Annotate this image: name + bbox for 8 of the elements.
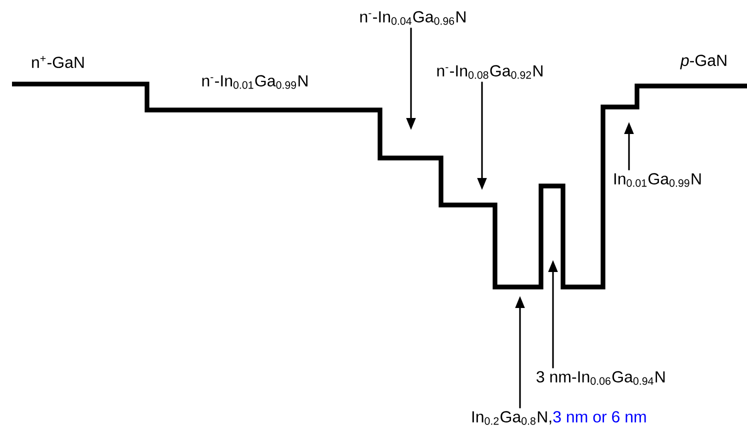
layer-label: In$_{0.2}$Ga$_{0.8}$N,3 nm or 6 nm xyxy=(472,411,646,425)
layer-label: 3 nm-In$_{0.06}$Ga$_{0.94}$N xyxy=(536,371,665,385)
layer-label: n$^{+}$-GaN xyxy=(32,56,84,68)
layer-label: n$^{-}$-In$_{0.04}$Ga$_{0.96}$N xyxy=(360,11,466,25)
layer-label: p-GaN xyxy=(680,54,726,70)
layer-label: n$^{-}$-In$_{0.08}$Ga$_{0.92}$N xyxy=(437,65,542,79)
layer-label: In$_{0.01}$Ga$_{0.99}$N xyxy=(614,173,701,187)
layer-label: n$^{-}$-In$_{0.01}$Ga$_{0.99}$N xyxy=(202,75,308,89)
